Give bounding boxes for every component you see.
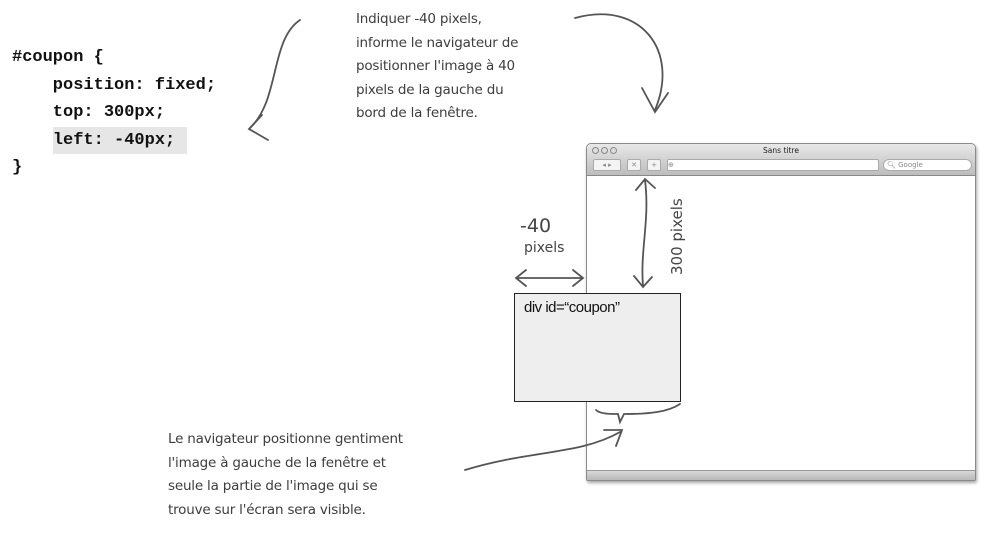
arrow-to-brace — [464, 429, 624, 471]
code-line: position: fixed; — [12, 75, 217, 95]
note-line: pixels de la gauche du — [356, 81, 504, 98]
globe-icon: ⊕ — [668, 161, 674, 169]
arrow-to-browser — [574, 13, 664, 111]
address-bar[interactable]: ⊕ — [667, 159, 879, 171]
coupon-label: div id=“coupon” — [524, 299, 620, 316]
note-line: trouve sur l'écran sera visible. — [168, 501, 366, 518]
search-placeholder: Google — [898, 161, 923, 169]
arrow-head — [247, 114, 269, 141]
note-line: l'image à gauche de la fenêtre et — [168, 454, 386, 471]
status-bar — [587, 470, 975, 480]
code-line: #coupon { — [12, 48, 104, 67]
note-line: Le navigateur positionne gentiment — [168, 431, 403, 447]
top-annotation: Indiquer -40 pixels, informe le navigate… — [356, 8, 518, 126]
window-title: Sans titre — [763, 146, 799, 155]
window-controls[interactable] — [592, 147, 617, 154]
horizontal-40-arrow — [514, 269, 585, 287]
brace — [595, 403, 681, 425]
bottom-annotation: Le navigateur positionne gentiment l'ima… — [168, 428, 403, 522]
code-line: top: 300px; — [12, 103, 166, 122]
note-line: seule la partie de l'image qui se — [168, 478, 378, 494]
note-line: positionner l'image à 40 — [356, 58, 515, 74]
stop-button[interactable]: ✕ — [627, 159, 641, 171]
css-code: #coupon { position: fixed; top: 300px; l… — [12, 44, 216, 182]
browser-titlebar: Sans titre ◂ ▸ ✕ + ⊕ 🔍︎ Google — [587, 144, 975, 176]
minus-40-label: -40 — [520, 215, 552, 237]
pixels-label: pixels — [524, 240, 565, 256]
vertical-300-arrow — [633, 177, 656, 289]
code-line: } — [12, 158, 23, 177]
add-bookmark-button[interactable]: + — [647, 159, 661, 171]
back-forward-button[interactable]: ◂ ▸ — [593, 159, 621, 171]
highlighted-code-line: left: -40px; — [52, 126, 188, 154]
search-field[interactable]: 🔍︎ Google — [883, 159, 972, 171]
arrow-to-code — [249, 19, 301, 129]
note-line: Indiquer -40 pixels, — [356, 11, 482, 27]
coupon-div: div id=“coupon” — [514, 293, 681, 402]
search-icon: 🔍︎ — [887, 161, 896, 169]
note-line: informe le navigateur de — [356, 34, 519, 51]
note-line: bord de la fenêtre. — [356, 105, 478, 121]
arrow-head — [641, 87, 669, 114]
